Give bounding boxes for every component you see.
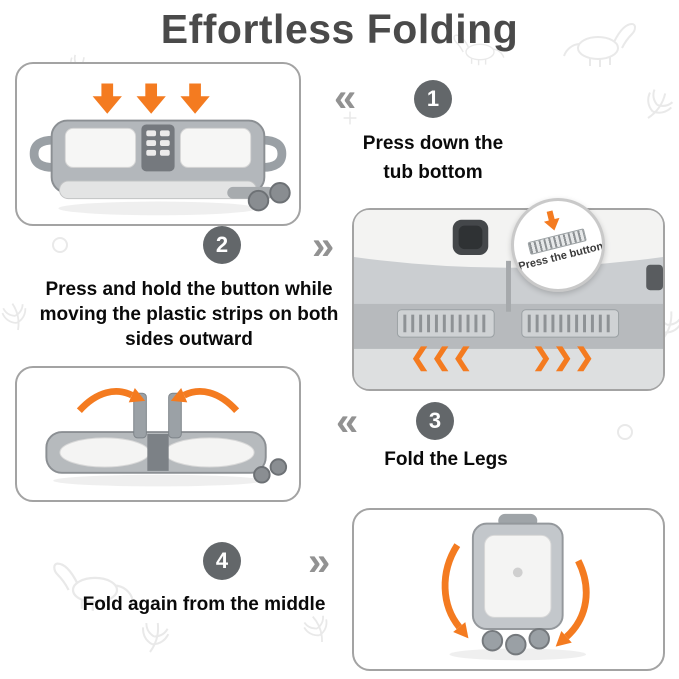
tub-buttons — [146, 130, 170, 156]
step1-number-badge: 1 — [414, 80, 452, 118]
tub-underside-photo: ❮❮❮ ❯❯❯ — [354, 210, 663, 389]
tub-press-down-illustration — [29, 83, 291, 216]
fold-inward-arrows-icon — [76, 388, 240, 414]
chevrons-left-icon: « — [334, 76, 357, 120]
step3-number-badge: 3 — [416, 402, 454, 440]
outward-chevrons-left-icon: ❮❮❮ — [410, 344, 474, 371]
outward-chevrons-right-icon: ❯❯❯ — [532, 344, 596, 371]
step3-image-panel — [15, 366, 301, 502]
step1-instruction: Press down the tub bottom — [362, 133, 504, 183]
step4-image-panel — [352, 508, 665, 671]
step1-image-panel — [15, 62, 301, 226]
fold-middle-arrows-icon — [441, 543, 590, 647]
chevrons-right-icon: » — [308, 540, 331, 584]
chevrons-right-icon: » — [312, 224, 335, 268]
press-button-callout: Press the button — [511, 198, 605, 292]
step2-image-panel: ❮❮❮ ❯❯❯ Press the button — [352, 198, 665, 391]
page-title: Effortless Folding — [160, 6, 519, 52]
folded-tub-illustration — [441, 513, 590, 661]
tub-underside-illustration — [354, 210, 663, 389]
step4-number-badge: 4 — [203, 542, 241, 580]
vent-slots — [403, 314, 610, 333]
step4-instruction: Fold again from the middle — [82, 594, 326, 615]
press-down-arrows-icon — [92, 83, 210, 114]
step2-instruction: Press and hold the button while moving t… — [39, 279, 339, 351]
down-arrow-icon — [543, 210, 560, 231]
step2-number-badge: 2 — [203, 226, 241, 264]
step3-instruction: Fold the Legs — [384, 449, 508, 470]
chevrons-left-icon: « — [336, 400, 359, 444]
fold-legs-illustration — [45, 388, 288, 487]
